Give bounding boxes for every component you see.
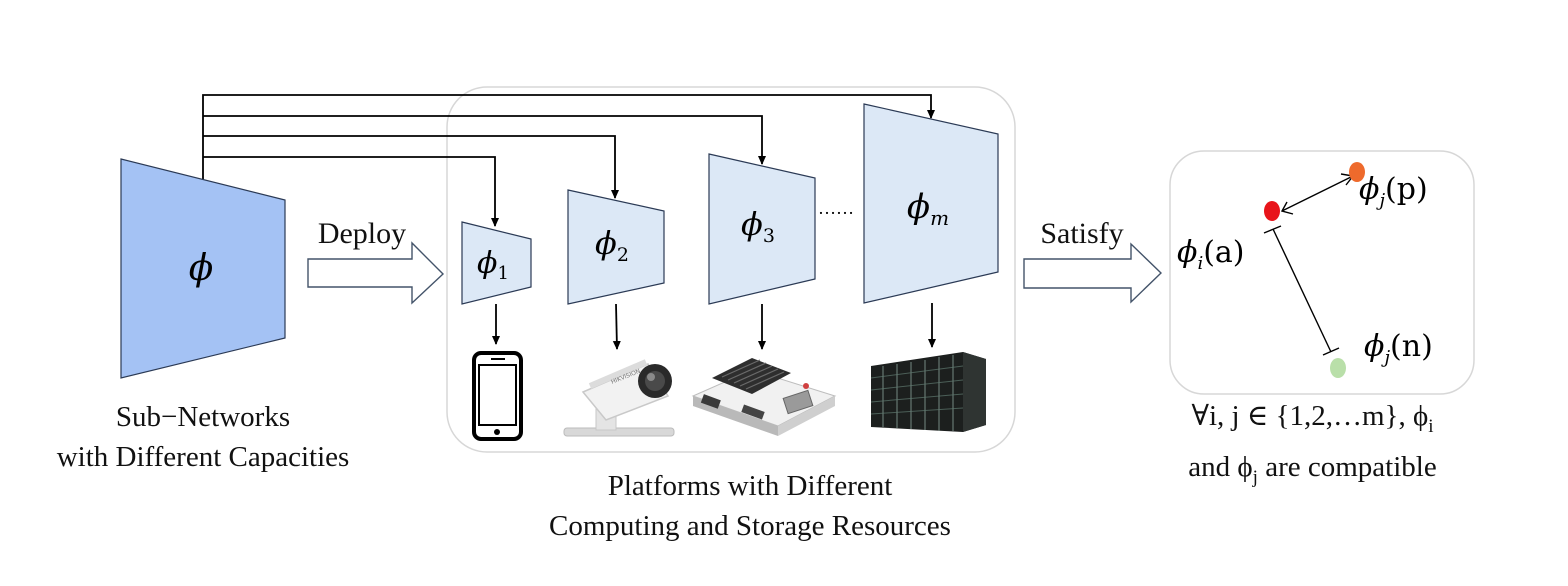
source-network-label: ϕ (189, 248, 214, 289)
left-caption-line1: Sub−Networks (115, 401, 291, 433)
arrow-down-2 (612, 303, 621, 350)
sub-network-2-shape (567, 189, 665, 305)
sub-network-3-shape (708, 153, 816, 305)
anchor-point (1264, 201, 1280, 221)
middle-caption: Platforms with Different Computing and S… (490, 466, 1010, 546)
deploy-arrow (307, 241, 445, 305)
connector-lines (202, 94, 935, 227)
source-network-shape (120, 158, 286, 379)
left-caption-line2: with Different Capacities (56, 441, 350, 473)
sub-network-2-label: ϕ2 (595, 224, 629, 266)
security-camera-icon: HIKVISION (563, 359, 675, 437)
negative-label: ϕj(n) (1364, 329, 1433, 368)
arrow-head-anchor (1280, 201, 1294, 215)
left-caption: Sub−Networks with Different Capacities (22, 397, 384, 477)
right-caption-line1: ∀i, j ∈ {1,2,…m}, ϕi (1191, 400, 1434, 437)
tick-anchor-end (1263, 225, 1282, 234)
positive-label: ϕj(p) (1359, 172, 1428, 211)
anchor-positive-line (1281, 175, 1354, 212)
tick-negative-end (1322, 347, 1340, 356)
sub-network-m-label: ϕm (907, 187, 949, 230)
ellipsis: …… (818, 198, 854, 218)
server-rack-icon (870, 352, 986, 432)
satisfy-arrow (1023, 242, 1163, 304)
connector-to-phi-m (202, 94, 935, 180)
sub-network-3-label: ϕ3 (741, 205, 775, 247)
platform-arrows (492, 303, 936, 350)
connector-to-phi-2 (203, 135, 619, 199)
sub-network-1-shape (461, 221, 532, 305)
embedded-board-icon (691, 358, 837, 436)
anchor-negative-line (1272, 228, 1332, 353)
connector-to-phi-1 (203, 156, 499, 227)
sub-network-1-label: ϕ1 (477, 246, 509, 284)
satisfy-label: Satisfy (1040, 217, 1123, 250)
compat-container (1169, 150, 1475, 395)
sub-network-m-shape (863, 103, 999, 304)
negative-point (1330, 358, 1346, 378)
deploy-label: Deploy (318, 217, 406, 250)
positive-point (1349, 162, 1365, 182)
right-caption: ∀i, j ∈ {1,2,…m}, ϕi and ϕj are compatib… (1140, 396, 1485, 498)
connector-to-phi-3 (203, 115, 766, 165)
anchor-label: ϕi(a) (1177, 235, 1245, 274)
right-caption-line2: and ϕj are compatible (1188, 450, 1437, 488)
middle-caption-line1: Platforms with Different (607, 470, 893, 502)
smartphone-icon (472, 351, 523, 441)
middle-caption-line2: Computing and Storage Resources (549, 510, 951, 542)
